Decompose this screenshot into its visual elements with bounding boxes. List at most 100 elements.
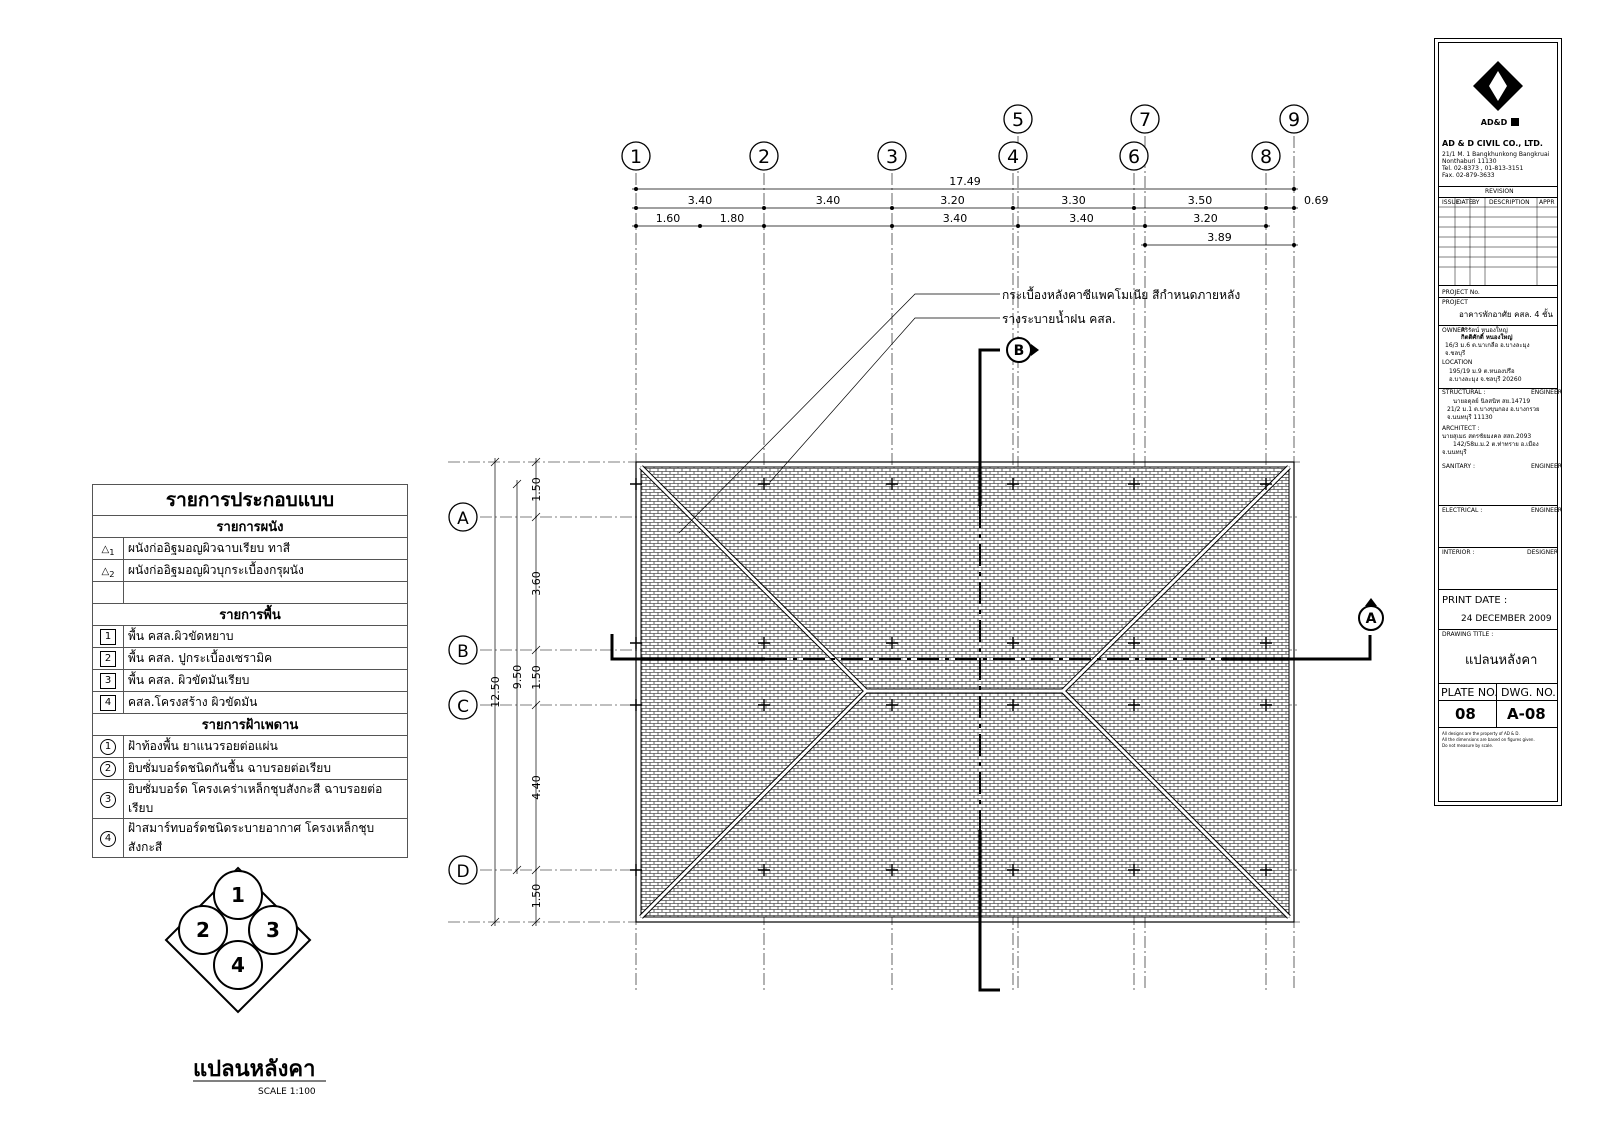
dim-tick: [634, 224, 638, 228]
square-mark: 3: [100, 673, 116, 689]
column-cross: [630, 478, 642, 490]
column-cross: [1128, 699, 1140, 711]
grid-bubble-label: 1: [630, 146, 642, 168]
drawing-title-tb: แปลนหลังคา: [1465, 653, 1538, 668]
grid-bubble: [448, 855, 478, 885]
column-cross: [1128, 864, 1140, 876]
column-cross: [758, 699, 770, 711]
grid-bubble-label: 4: [1007, 146, 1019, 168]
walls-header: รายการผนัง: [92, 515, 408, 538]
grid-bubble-label: 7: [1139, 109, 1151, 131]
grid-bubble-label: B: [457, 642, 469, 662]
grid-bubble-label: C: [457, 697, 469, 717]
column-cross: [1007, 699, 1019, 711]
dim-tick: [1292, 187, 1296, 191]
grid-bubble: [749, 141, 779, 171]
revision-grid: [1439, 197, 1557, 285]
roof-tile-note: กระเบื้องหลังคาซีแพคโมเนีย สีกำหนดภายหลั…: [1002, 286, 1240, 302]
grid-bubble: [1251, 141, 1281, 171]
title-block: AD&D AD & D CIVIL CO., LTD. 21/1 M. 1 Ba…: [1434, 38, 1562, 806]
dim-tick: [1292, 206, 1296, 210]
grid-bubble: [1119, 141, 1149, 171]
dim-tick: [531, 645, 541, 655]
column-cross: [630, 699, 642, 711]
dim-tick: [490, 457, 500, 467]
dim-label: 3.40: [1069, 212, 1094, 225]
dim-label: 17.49: [949, 175, 981, 188]
dim-label: 3.50: [1188, 194, 1213, 207]
dim-label: 0.69: [1304, 194, 1329, 207]
dim-label: 3.40: [816, 194, 841, 207]
key-2: 2: [196, 918, 210, 942]
column-markers: [630, 478, 1272, 876]
column-cross: [758, 864, 770, 876]
column-cross: [758, 478, 770, 490]
column-cross: [886, 478, 898, 490]
column-cross: [1260, 864, 1272, 876]
drawing-title-text: แปลนหลังคา: [193, 1057, 315, 1082]
circle-mark: 4: [100, 830, 116, 847]
section-b-label: B: [1014, 343, 1025, 359]
dim-tick: [531, 700, 541, 710]
section-mark-a: A: [610, 598, 1384, 661]
grid-bubble: [1279, 104, 1309, 134]
column-cross: [886, 864, 898, 876]
logo-text: AD&D: [1481, 118, 1508, 127]
dim-tick: [531, 865, 541, 875]
dim-tick: [1292, 243, 1296, 247]
column-cross: [1260, 637, 1272, 649]
grid-bubble: [448, 502, 478, 532]
grid-bubble: [448, 635, 478, 665]
dim-label: 3.20: [1193, 212, 1218, 225]
column-cross: [630, 637, 642, 649]
grid-bubble-label: A: [457, 509, 469, 529]
legend-title: รายการประกอบแบบ: [92, 484, 408, 516]
dim-tick: [1264, 224, 1268, 228]
dwg-no: A-08: [1507, 705, 1546, 723]
dim-label: 12.50: [489, 676, 502, 708]
column-cross: [1007, 864, 1019, 876]
dim-tick: [1016, 224, 1020, 228]
column-cross: [1260, 478, 1272, 490]
square-mark: 4: [100, 695, 116, 711]
dim-label: 3.60: [530, 571, 543, 596]
gutter-note: รางระบายน้ำฝน คสล.: [1002, 310, 1116, 326]
plate-no: 08: [1455, 705, 1476, 723]
dim-tick: [890, 206, 894, 210]
dim-tick: [1132, 206, 1136, 210]
dim-label: 3.40: [688, 194, 713, 207]
dim-tick: [1264, 206, 1268, 210]
dim-label: 1.80: [720, 212, 745, 225]
drawing-title: แปลนหลังคา SCALE 1:100: [193, 1057, 326, 1097]
circle-mark: 3: [100, 791, 116, 808]
print-date-label: PRINT DATE :: [1442, 595, 1508, 606]
grid-bubble: [448, 690, 478, 720]
dim-tick: [634, 187, 638, 191]
dim-label: 1.60: [656, 212, 681, 225]
circle-mark: 2: [100, 761, 116, 777]
dim-label: 3.89: [1207, 231, 1232, 244]
grid-bubble-label: 3: [886, 146, 898, 168]
grid-bubble: [621, 141, 651, 171]
section-mark-b: B: [978, 337, 1039, 992]
dim-tick: [512, 865, 522, 875]
print-date: 24 DECEMBER 2009: [1461, 614, 1552, 624]
column-cross: [1128, 637, 1140, 649]
column-cross: [1007, 478, 1019, 490]
ceilings-header: รายการฝ้าเพดาน: [92, 713, 408, 736]
grid-bubble-label: 6: [1128, 146, 1140, 168]
section-a-label: A: [1366, 611, 1377, 627]
company-logo: AD&D: [1473, 61, 1523, 127]
grid-bubble: [998, 141, 1028, 171]
dim-label: 3.40: [943, 212, 968, 225]
dim-label: 1.50: [530, 665, 543, 690]
grid-bubble-label: 5: [1012, 109, 1024, 131]
floors-header: รายการพื้น: [92, 603, 408, 626]
